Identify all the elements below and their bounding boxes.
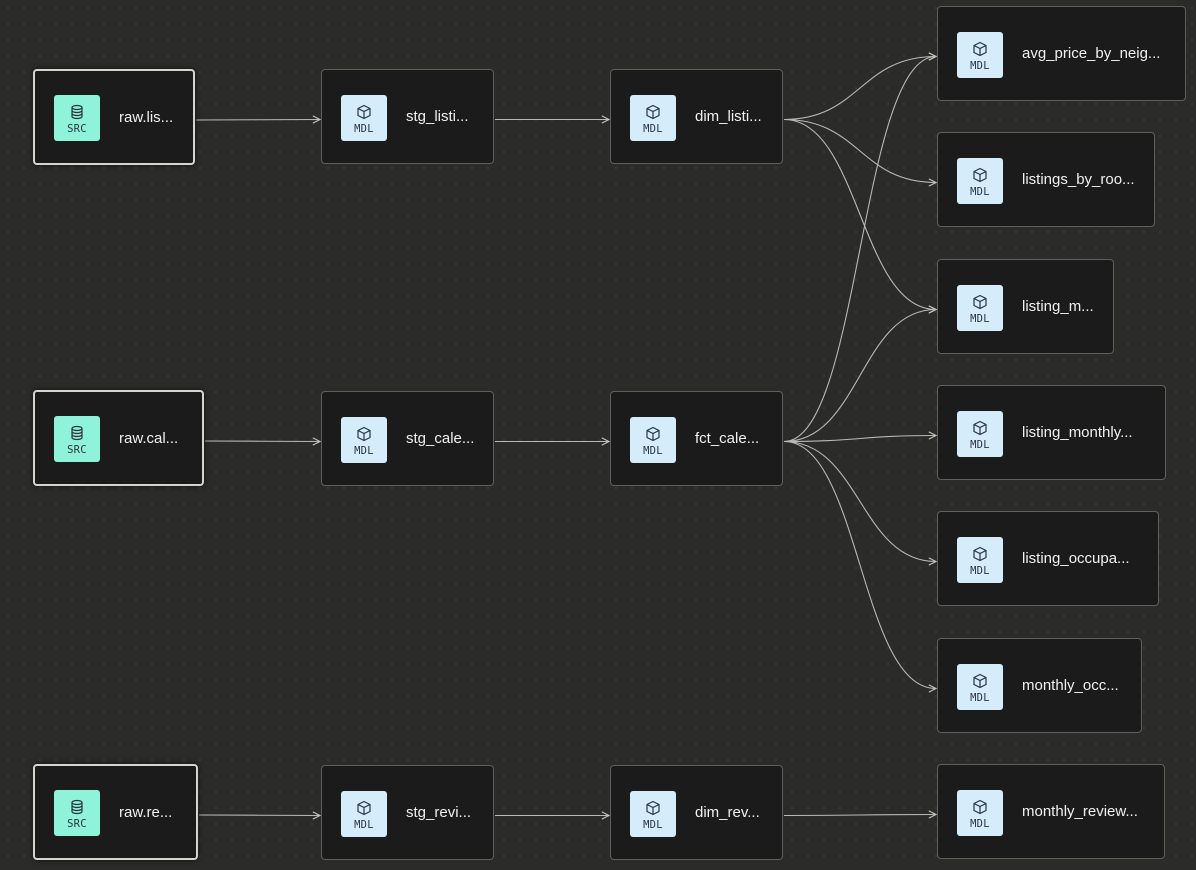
badge-label: MDL bbox=[643, 444, 663, 457]
model-node-listing-metrics[interactable]: MDL listing_m... bbox=[937, 259, 1114, 354]
model-node-fct-calendar[interactable]: MDL fct_cale... bbox=[610, 391, 783, 486]
edge-dim-reviews-to-monthly-reviews bbox=[783, 815, 936, 816]
edge-raw-listings-to-stg-listings bbox=[195, 120, 320, 121]
model-node-avg-price-by-neighbourhood[interactable]: MDL avg_price_by_neig... bbox=[937, 6, 1186, 101]
node-label: dim_listi... bbox=[695, 108, 762, 125]
cube-icon bbox=[356, 798, 372, 816]
cube-icon bbox=[972, 418, 988, 436]
edge-raw-reviews-to-stg-reviews bbox=[198, 815, 320, 816]
badge-label: MDL bbox=[354, 818, 374, 831]
cube-icon bbox=[645, 798, 661, 816]
model-node-dim-listings[interactable]: MDL dim_listi... bbox=[610, 69, 783, 164]
node-label: listing_monthly... bbox=[1022, 424, 1133, 441]
source-node-raw-calendar[interactable]: SRC raw.cal... bbox=[33, 390, 204, 486]
model-node-stg-reviews[interactable]: MDL stg_revi... bbox=[321, 765, 494, 860]
badge-label: MDL bbox=[970, 817, 990, 830]
model-node-stg-listings[interactable]: MDL stg_listi... bbox=[321, 69, 494, 164]
edge-fct-calendar-to-avg-price-by-neighbourhood bbox=[783, 57, 936, 443]
cube-icon bbox=[645, 424, 661, 442]
badge-label: MDL bbox=[970, 312, 990, 325]
node-label: raw.re... bbox=[119, 803, 173, 821]
model-node-listings-by-room-type[interactable]: MDL listings_by_roo... bbox=[937, 132, 1155, 227]
cube-icon bbox=[972, 39, 988, 57]
cube-icon bbox=[972, 165, 988, 183]
badge-label: MDL bbox=[970, 691, 990, 704]
node-label: listing_m... bbox=[1022, 298, 1094, 315]
node-label: listings_by_roo... bbox=[1022, 171, 1135, 188]
badge-label: SRC bbox=[67, 443, 87, 456]
model-badge: MDL bbox=[630, 417, 676, 463]
badge-label: SRC bbox=[67, 122, 87, 135]
node-label: listing_occupa... bbox=[1022, 550, 1130, 567]
model-badge: MDL bbox=[957, 537, 1003, 583]
edge-fct-calendar-to-listing-occupancy bbox=[783, 440, 936, 562]
badge-label: SRC bbox=[67, 817, 87, 830]
cube-icon bbox=[972, 797, 988, 815]
badge-label: MDL bbox=[970, 564, 990, 577]
node-label: raw.lis... bbox=[119, 108, 174, 126]
node-label: dim_rev... bbox=[695, 804, 760, 821]
source-badge: SRC bbox=[54, 95, 100, 141]
cube-icon bbox=[645, 102, 661, 120]
model-badge: MDL bbox=[341, 791, 387, 837]
badge-label: MDL bbox=[970, 438, 990, 451]
edge-raw-calendar-to-stg-calendar bbox=[204, 441, 320, 442]
model-badge: MDL bbox=[341, 417, 387, 463]
badge-label: MDL bbox=[970, 59, 990, 72]
model-node-stg-calendar[interactable]: MDL stg_cale... bbox=[321, 391, 494, 486]
model-badge: MDL bbox=[341, 95, 387, 141]
model-badge: MDL bbox=[957, 32, 1003, 78]
edge-fct-calendar-to-listing-metrics bbox=[783, 310, 936, 443]
model-node-monthly-reviews[interactable]: MDL monthly_review... bbox=[937, 764, 1165, 859]
badge-label: MDL bbox=[354, 444, 374, 457]
model-badge: MDL bbox=[957, 285, 1003, 331]
cube-icon bbox=[356, 102, 372, 120]
source-node-raw-listings[interactable]: SRC raw.lis... bbox=[33, 69, 195, 165]
model-badge: MDL bbox=[957, 664, 1003, 710]
badge-label: MDL bbox=[643, 122, 663, 135]
model-badge: MDL bbox=[957, 790, 1003, 836]
source-badge: SRC bbox=[54, 790, 100, 836]
source-node-raw-reviews[interactable]: SRC raw.re... bbox=[33, 764, 198, 860]
cube-icon bbox=[356, 424, 372, 442]
model-badge: MDL bbox=[957, 158, 1003, 204]
cube-icon bbox=[972, 544, 988, 562]
badge-label: MDL bbox=[354, 122, 374, 135]
badge-label: MDL bbox=[643, 818, 663, 831]
node-label: fct_cale... bbox=[695, 430, 760, 447]
model-node-listing-monthly[interactable]: MDL listing_monthly... bbox=[937, 385, 1166, 480]
model-node-monthly-occupancy[interactable]: MDL monthly_occ... bbox=[937, 638, 1142, 733]
edge-dim-listings-to-listings-by-room-type bbox=[783, 118, 936, 183]
node-label: avg_price_by_neig... bbox=[1022, 45, 1161, 62]
model-badge: MDL bbox=[630, 791, 676, 837]
cube-icon bbox=[972, 671, 988, 689]
model-badge: MDL bbox=[957, 411, 1003, 457]
database-icon bbox=[69, 423, 85, 441]
node-label: raw.cal... bbox=[119, 429, 179, 447]
database-icon bbox=[69, 797, 85, 815]
node-label: stg_listi... bbox=[406, 108, 469, 125]
edge-dim-listings-to-avg-price-by-neighbourhood bbox=[783, 57, 936, 121]
edge-dim-listings-to-listing-metrics bbox=[783, 118, 936, 310]
node-label: monthly_review... bbox=[1022, 803, 1138, 820]
edge-fct-calendar-to-monthly-occupancy bbox=[783, 440, 936, 689]
node-label: stg_cale... bbox=[406, 430, 475, 447]
badge-label: MDL bbox=[970, 185, 990, 198]
edge-fct-calendar-to-listing-monthly bbox=[783, 436, 936, 443]
node-label: monthly_occ... bbox=[1022, 677, 1119, 694]
database-icon bbox=[69, 102, 85, 120]
cube-icon bbox=[972, 292, 988, 310]
source-badge: SRC bbox=[54, 416, 100, 462]
model-node-listing-occupancy[interactable]: MDL listing_occupa... bbox=[937, 511, 1159, 606]
model-badge: MDL bbox=[630, 95, 676, 141]
node-label: stg_revi... bbox=[406, 804, 472, 821]
model-node-dim-reviews[interactable]: MDL dim_rev... bbox=[610, 765, 783, 860]
